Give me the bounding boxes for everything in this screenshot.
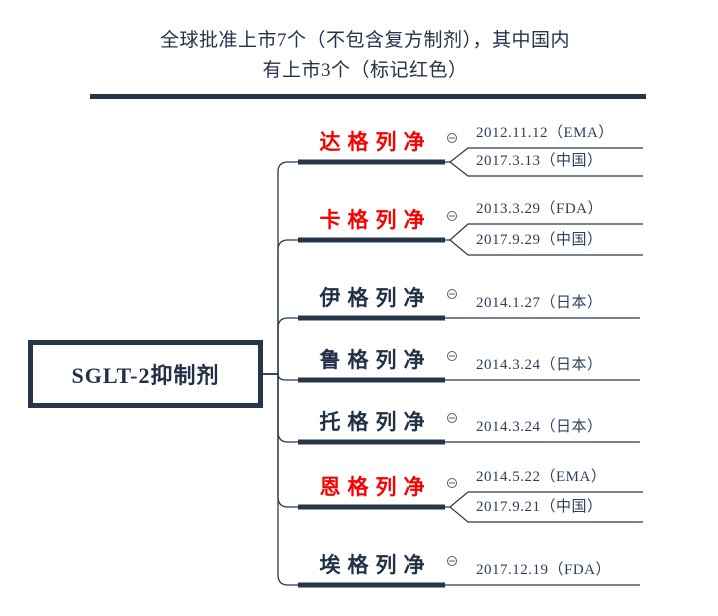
map-title-line2: 有上市3个（标记红色） bbox=[262, 60, 468, 81]
collapse-icons bbox=[447, 133, 457, 566]
title-divider bbox=[90, 94, 646, 99]
date-topic[interactable]: 2014.3.24（日本） bbox=[476, 419, 603, 435]
minus-circle-icon[interactable] bbox=[447, 556, 457, 566]
minus-circle-icon[interactable] bbox=[447, 133, 457, 143]
branch-topic-canagliflozin[interactable]: 卡格列净 bbox=[319, 208, 432, 232]
root-topic-label: SGLT-2抑制剂 bbox=[71, 363, 220, 388]
connector-branch-1 bbox=[263, 161, 298, 375]
minus-circle-icon[interactable] bbox=[447, 351, 457, 361]
minus-circle-icon[interactable] bbox=[447, 211, 457, 221]
date-topic[interactable]: 2017.12.19（FDA） bbox=[476, 562, 612, 578]
branch-topic-ipragliflozin[interactable]: 伊格列净 bbox=[319, 286, 432, 310]
date-topic[interactable]: 2014.3.24（日本） bbox=[476, 357, 603, 373]
connector-branch-7 bbox=[263, 373, 298, 586]
connector-branch-6 bbox=[263, 373, 298, 508]
minus-circle-icon[interactable] bbox=[447, 413, 457, 423]
branch-topic-tofogliflozin[interactable]: 托格列净 bbox=[319, 410, 432, 434]
date-topic[interactable]: 2014.5.22（EMA） bbox=[476, 469, 607, 485]
root-topic[interactable]: SGLT-2抑制剂 bbox=[28, 340, 263, 408]
connector-branch-2 bbox=[263, 239, 298, 375]
date-topic[interactable]: 2017.3.13（中国） bbox=[476, 153, 603, 169]
date-topic[interactable]: 2012.11.12（EMA） bbox=[476, 125, 614, 141]
date-topic[interactable]: 2013.3.29（FDA） bbox=[476, 201, 604, 217]
map-title: 全球批准上市7个（不包含复方制剂），其中国内 有上市3个（标记红色） bbox=[55, 26, 675, 86]
date-topic[interactable]: 2014.1.27（日本） bbox=[476, 295, 603, 311]
minus-circle-icon[interactable] bbox=[447, 478, 457, 488]
branch-topic-luseogliflozin[interactable]: 鲁格列净 bbox=[319, 348, 432, 372]
connector-branch-4 bbox=[263, 373, 298, 381]
branch-topic-dapagliflozin[interactable]: 达格列净 bbox=[319, 130, 432, 154]
connector-branch-5 bbox=[263, 373, 298, 443]
date-topic[interactable]: 2017.9.29（中国） bbox=[476, 232, 603, 248]
branch-connectors bbox=[263, 161, 298, 586]
map-title-line1: 全球批准上市7个（不包含复方制剂），其中国内 bbox=[159, 30, 570, 51]
branch-topic-ertugliflozin[interactable]: 埃格列净 bbox=[319, 553, 432, 577]
connector-branch-3 bbox=[263, 317, 298, 375]
branch-topic-empagliflozin[interactable]: 恩格列净 bbox=[319, 475, 432, 499]
minus-circle-icon[interactable] bbox=[447, 289, 457, 299]
date-topic[interactable]: 2017.9.21（中国） bbox=[476, 499, 603, 515]
